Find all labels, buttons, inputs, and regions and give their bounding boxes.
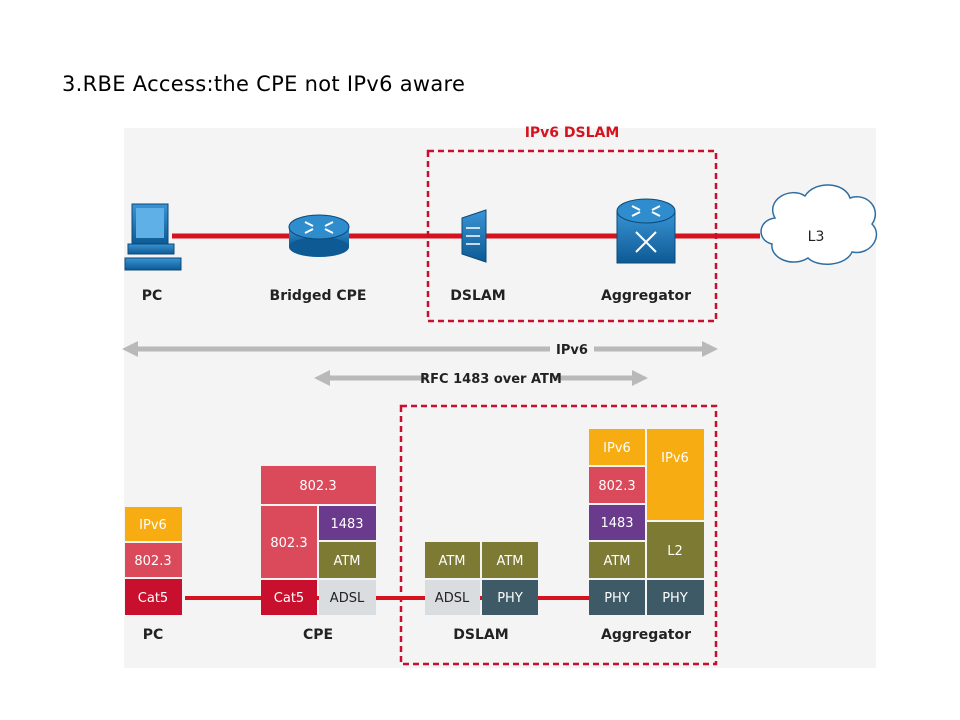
pc-icon [124,203,182,271]
pc-layer-ipv6-text: IPv6 [139,518,167,533]
pc-layer-cat5-text: Cat5 [138,591,168,606]
stack-label-cpe: CPE [303,627,333,643]
rfc1483-span-label: RFC 1483 over ATM [420,372,562,387]
agg-layer-left-802-3-text: 802.3 [598,479,635,494]
agg-layer-right-phy-text: PHY [662,591,688,606]
dslam-protocol-stack: ATM ADSL ATM PHY [425,542,538,615]
cpe-layer-right-1483-text: 1483 [330,517,363,532]
ipv6-span-arrow [122,340,718,358]
stack-label-dslam: DSLAM [453,627,508,643]
slide-title: 3.RBE Access:the CPE not IPv6 aware [62,72,466,96]
agg-layer-left-atm-text: ATM [603,554,630,569]
pc-layer-cat5 [125,579,182,615]
device-label-bridged-cpe: Bridged CPE [270,288,367,304]
dslam-layer-right-atm-text: ATM [496,554,523,569]
ipv6-span-label: IPv6 [556,343,588,358]
agg-layer-left-1483-text: 1483 [600,516,633,531]
cpe-layer-left-802-3-text: 802.3 [270,536,307,551]
agg-layer-right-ipv6-text: IPv6 [661,451,689,466]
pc-layer-802-3 [125,543,182,577]
device-label-dslam: DSLAM [450,288,505,304]
dslam-layer-left-atm-text: ATM [438,554,465,569]
ipv6-dslam-label: IPv6 DSLAM [525,125,620,141]
ipv6-dslam-region-top [426,149,718,323]
cpe-layer-right-atm-text: ATM [333,554,360,569]
l3-cloud-icon [760,184,878,265]
aggregator-protocol-stack: IPv6 802.3 1483 ATM PHY IPv6 L2 PHY [589,429,704,615]
agg-layer-left-phy-text: PHY [604,591,630,606]
cpe-layer-left-cat5-text: Cat5 [274,591,304,606]
cloud-label-l3: L3 [808,229,825,245]
dslam-icon [461,209,487,263]
agg-layer-right-l2-text: L2 [667,544,683,559]
cpe-layer-top-802-3-text: 802.3 [299,479,336,494]
stack-label-pc: PC [143,627,164,643]
aggregator-router-icon [616,198,676,264]
bridged-cpe-router-icon [288,214,350,257]
dslam-layer-right-phy-text: PHY [497,591,523,606]
pc-layer-ipv6 [125,507,182,541]
ipv6-dslam-region-bottom [399,404,718,666]
stack-label-aggregator: Aggregator [601,627,691,643]
device-label-pc: PC [142,288,163,304]
rfc1483-span-arrow [314,369,648,387]
pc-protocol-stack: IPv6 802.3 Cat5 [125,507,182,615]
cpe-layer-right-adsl-text: ADSL [330,591,365,606]
agg-layer-left-ipv6-text: IPv6 [603,441,631,456]
dslam-layer-left-adsl-text: ADSL [435,591,470,606]
device-label-aggregator: Aggregator [601,288,691,304]
cpe-protocol-stack: 802.3 802.3 Cat5 1483 ATM ADSL [261,466,376,615]
pc-layer-802-3-text: 802.3 [134,554,171,569]
